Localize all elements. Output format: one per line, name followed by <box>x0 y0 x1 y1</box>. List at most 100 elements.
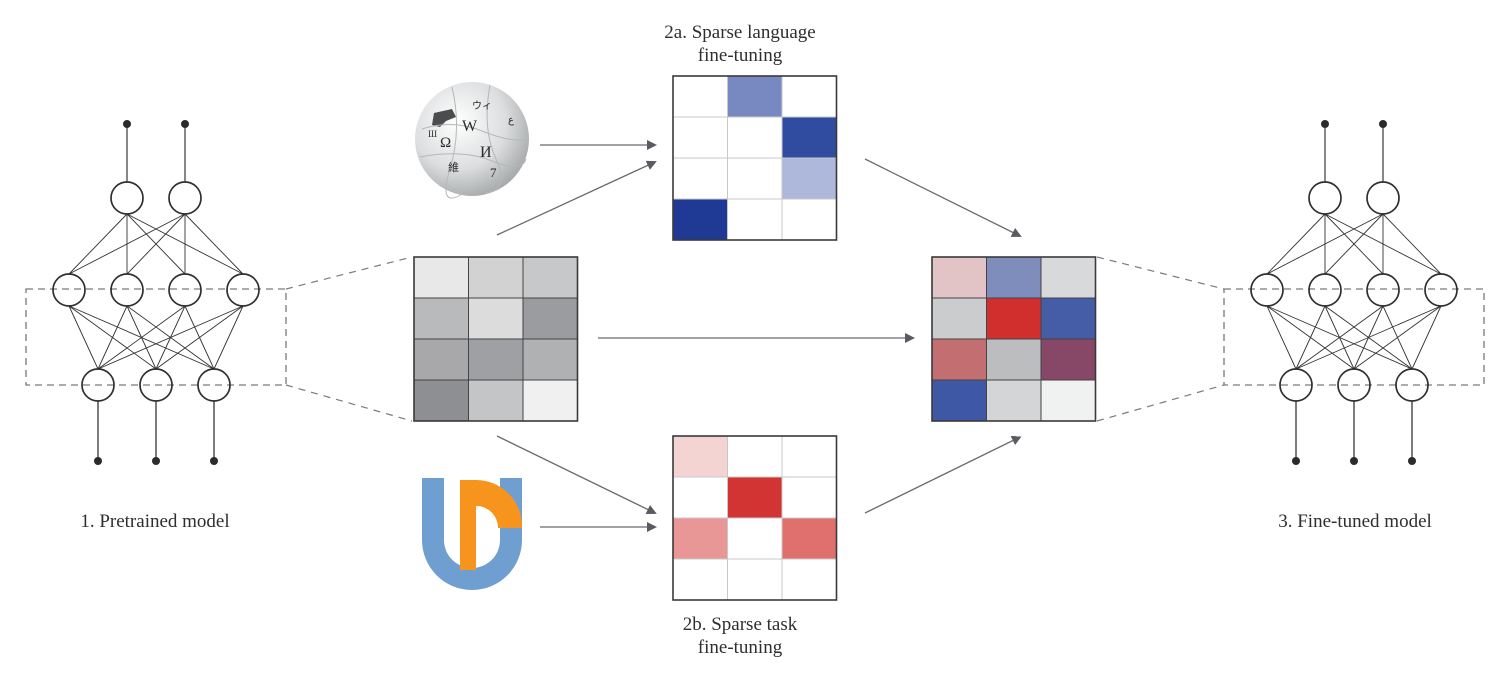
matrix-cell <box>986 379 1042 422</box>
matrix-cell <box>413 338 469 381</box>
matrix-cell <box>727 517 783 560</box>
matrix-border <box>413 256 579 422</box>
matrix-cell <box>727 116 783 159</box>
glyph-w: W <box>462 118 478 135</box>
language-sparse-diff-matrix <box>672 75 838 241</box>
network-edge <box>184 213 244 275</box>
matrix-cell <box>727 558 783 601</box>
language-finetuning-label-line2: fine-tuning <box>697 45 783 66</box>
input-terminal <box>94 457 102 465</box>
flow-arrows <box>496 140 1022 532</box>
wikipedia-globe-icon: W Ω И 維 7 ウィ Ш ع <box>415 82 529 199</box>
svg-text:ع: ع <box>508 115 514 126</box>
neuron-node <box>110 181 144 215</box>
layer-selection-box <box>25 288 287 386</box>
neuron-node <box>197 368 231 402</box>
output-terminal <box>181 120 189 128</box>
network-edge <box>155 305 244 370</box>
finetuned-model-label: 3. Fine-tuned model <box>1240 510 1470 533</box>
network-edge <box>68 213 186 275</box>
matrix-cell <box>672 157 728 200</box>
svg-text:ウィ: ウィ <box>472 100 492 112</box>
pretrained-model-label-text: 1. Pretrained model <box>80 511 230 532</box>
network-edge <box>1324 213 1384 275</box>
universal-dependencies-icon <box>422 478 522 590</box>
network-edge <box>68 213 128 275</box>
pretrained-weight-matrix <box>413 256 579 422</box>
matrix-cell <box>672 558 728 601</box>
network-edge <box>97 305 186 370</box>
matrix-cell <box>727 75 783 118</box>
input-terminal <box>1292 457 1300 465</box>
network-edge <box>1266 213 1384 275</box>
matrix-cell <box>672 75 728 118</box>
neuron-node <box>168 181 202 215</box>
network-edge <box>68 305 99 370</box>
matrix-cell <box>727 476 783 519</box>
neuron-node <box>1308 273 1342 307</box>
zoom-projection-line <box>1096 256 1225 290</box>
output-terminal <box>1321 120 1329 128</box>
network-edge <box>213 305 244 370</box>
matrix-cell <box>1040 256 1096 299</box>
task-finetuning-label-line2: fine-tuning <box>697 637 783 658</box>
input-terminal <box>1408 457 1416 465</box>
svg-text:7: 7 <box>490 165 497 180</box>
neuron-node <box>1308 181 1342 215</box>
network-edge <box>1266 213 1326 275</box>
finetuned-model-label-text: 3. Fine-tuned model <box>1278 511 1432 532</box>
network-edge <box>1353 305 1442 370</box>
network-edge <box>97 305 128 370</box>
neuron-node <box>52 273 86 307</box>
pretrained-network <box>25 120 287 465</box>
finetuned-network <box>1223 120 1485 465</box>
matrix-cell <box>672 435 728 478</box>
matrix-cell <box>931 297 987 340</box>
network-edge <box>1382 213 1442 275</box>
matrix-cell <box>522 338 578 381</box>
matrix-cell <box>468 379 524 422</box>
matrix-cell <box>781 75 837 118</box>
neuron-node <box>1366 273 1400 307</box>
neuron-node <box>1279 368 1313 402</box>
pretrained-to-task-arrow <box>496 435 657 514</box>
matrix-cell <box>781 517 837 560</box>
matrix-cell <box>727 435 783 478</box>
zoom-projection-line <box>285 384 413 422</box>
pretrained-model-label: 1. Pretrained model <box>40 510 270 533</box>
matrix-cell <box>781 116 837 159</box>
svg-text:Ω: Ω <box>440 135 451 151</box>
matrix-border <box>931 256 1097 422</box>
finetuned-weight-matrix <box>931 256 1097 422</box>
zoom-projection-lines <box>285 256 1225 422</box>
input-terminal <box>1350 457 1358 465</box>
neuron-node <box>226 273 260 307</box>
neuron-node <box>1250 273 1284 307</box>
task-finetuning-label: 2b. Sparse task fine-tuning <box>630 613 850 659</box>
neuron-node <box>1366 181 1400 215</box>
network-edge <box>1295 305 1442 370</box>
matrix-cell <box>727 198 783 241</box>
matrix-cell <box>986 256 1042 299</box>
language-finetuning-label-line1: 2a. Sparse language <box>664 22 816 43</box>
matrix-cell <box>522 256 578 299</box>
zoom-projection-line <box>1096 384 1225 422</box>
matrix-cell <box>781 157 837 200</box>
language-to-finetuned-arrow <box>864 158 1022 237</box>
neuron-node <box>110 273 144 307</box>
matrix-cell <box>781 435 837 478</box>
matrix-cell <box>986 338 1042 381</box>
language-finetuning-label: 2a. Sparse language fine-tuning <box>620 21 860 67</box>
matrix-cell <box>1040 338 1096 381</box>
matrix-cell <box>468 256 524 299</box>
matrix-cell <box>672 517 728 560</box>
matrix-cell <box>986 297 1042 340</box>
network-edge <box>1295 305 1384 370</box>
matrix-cell <box>1040 379 1096 422</box>
task-finetuning-label-line1: 2b. Sparse task <box>682 614 798 635</box>
svg-text:Ш: Ш <box>428 129 437 139</box>
matrix-cell <box>468 297 524 340</box>
matrix-cell <box>931 379 987 422</box>
neuron-node <box>1424 273 1458 307</box>
